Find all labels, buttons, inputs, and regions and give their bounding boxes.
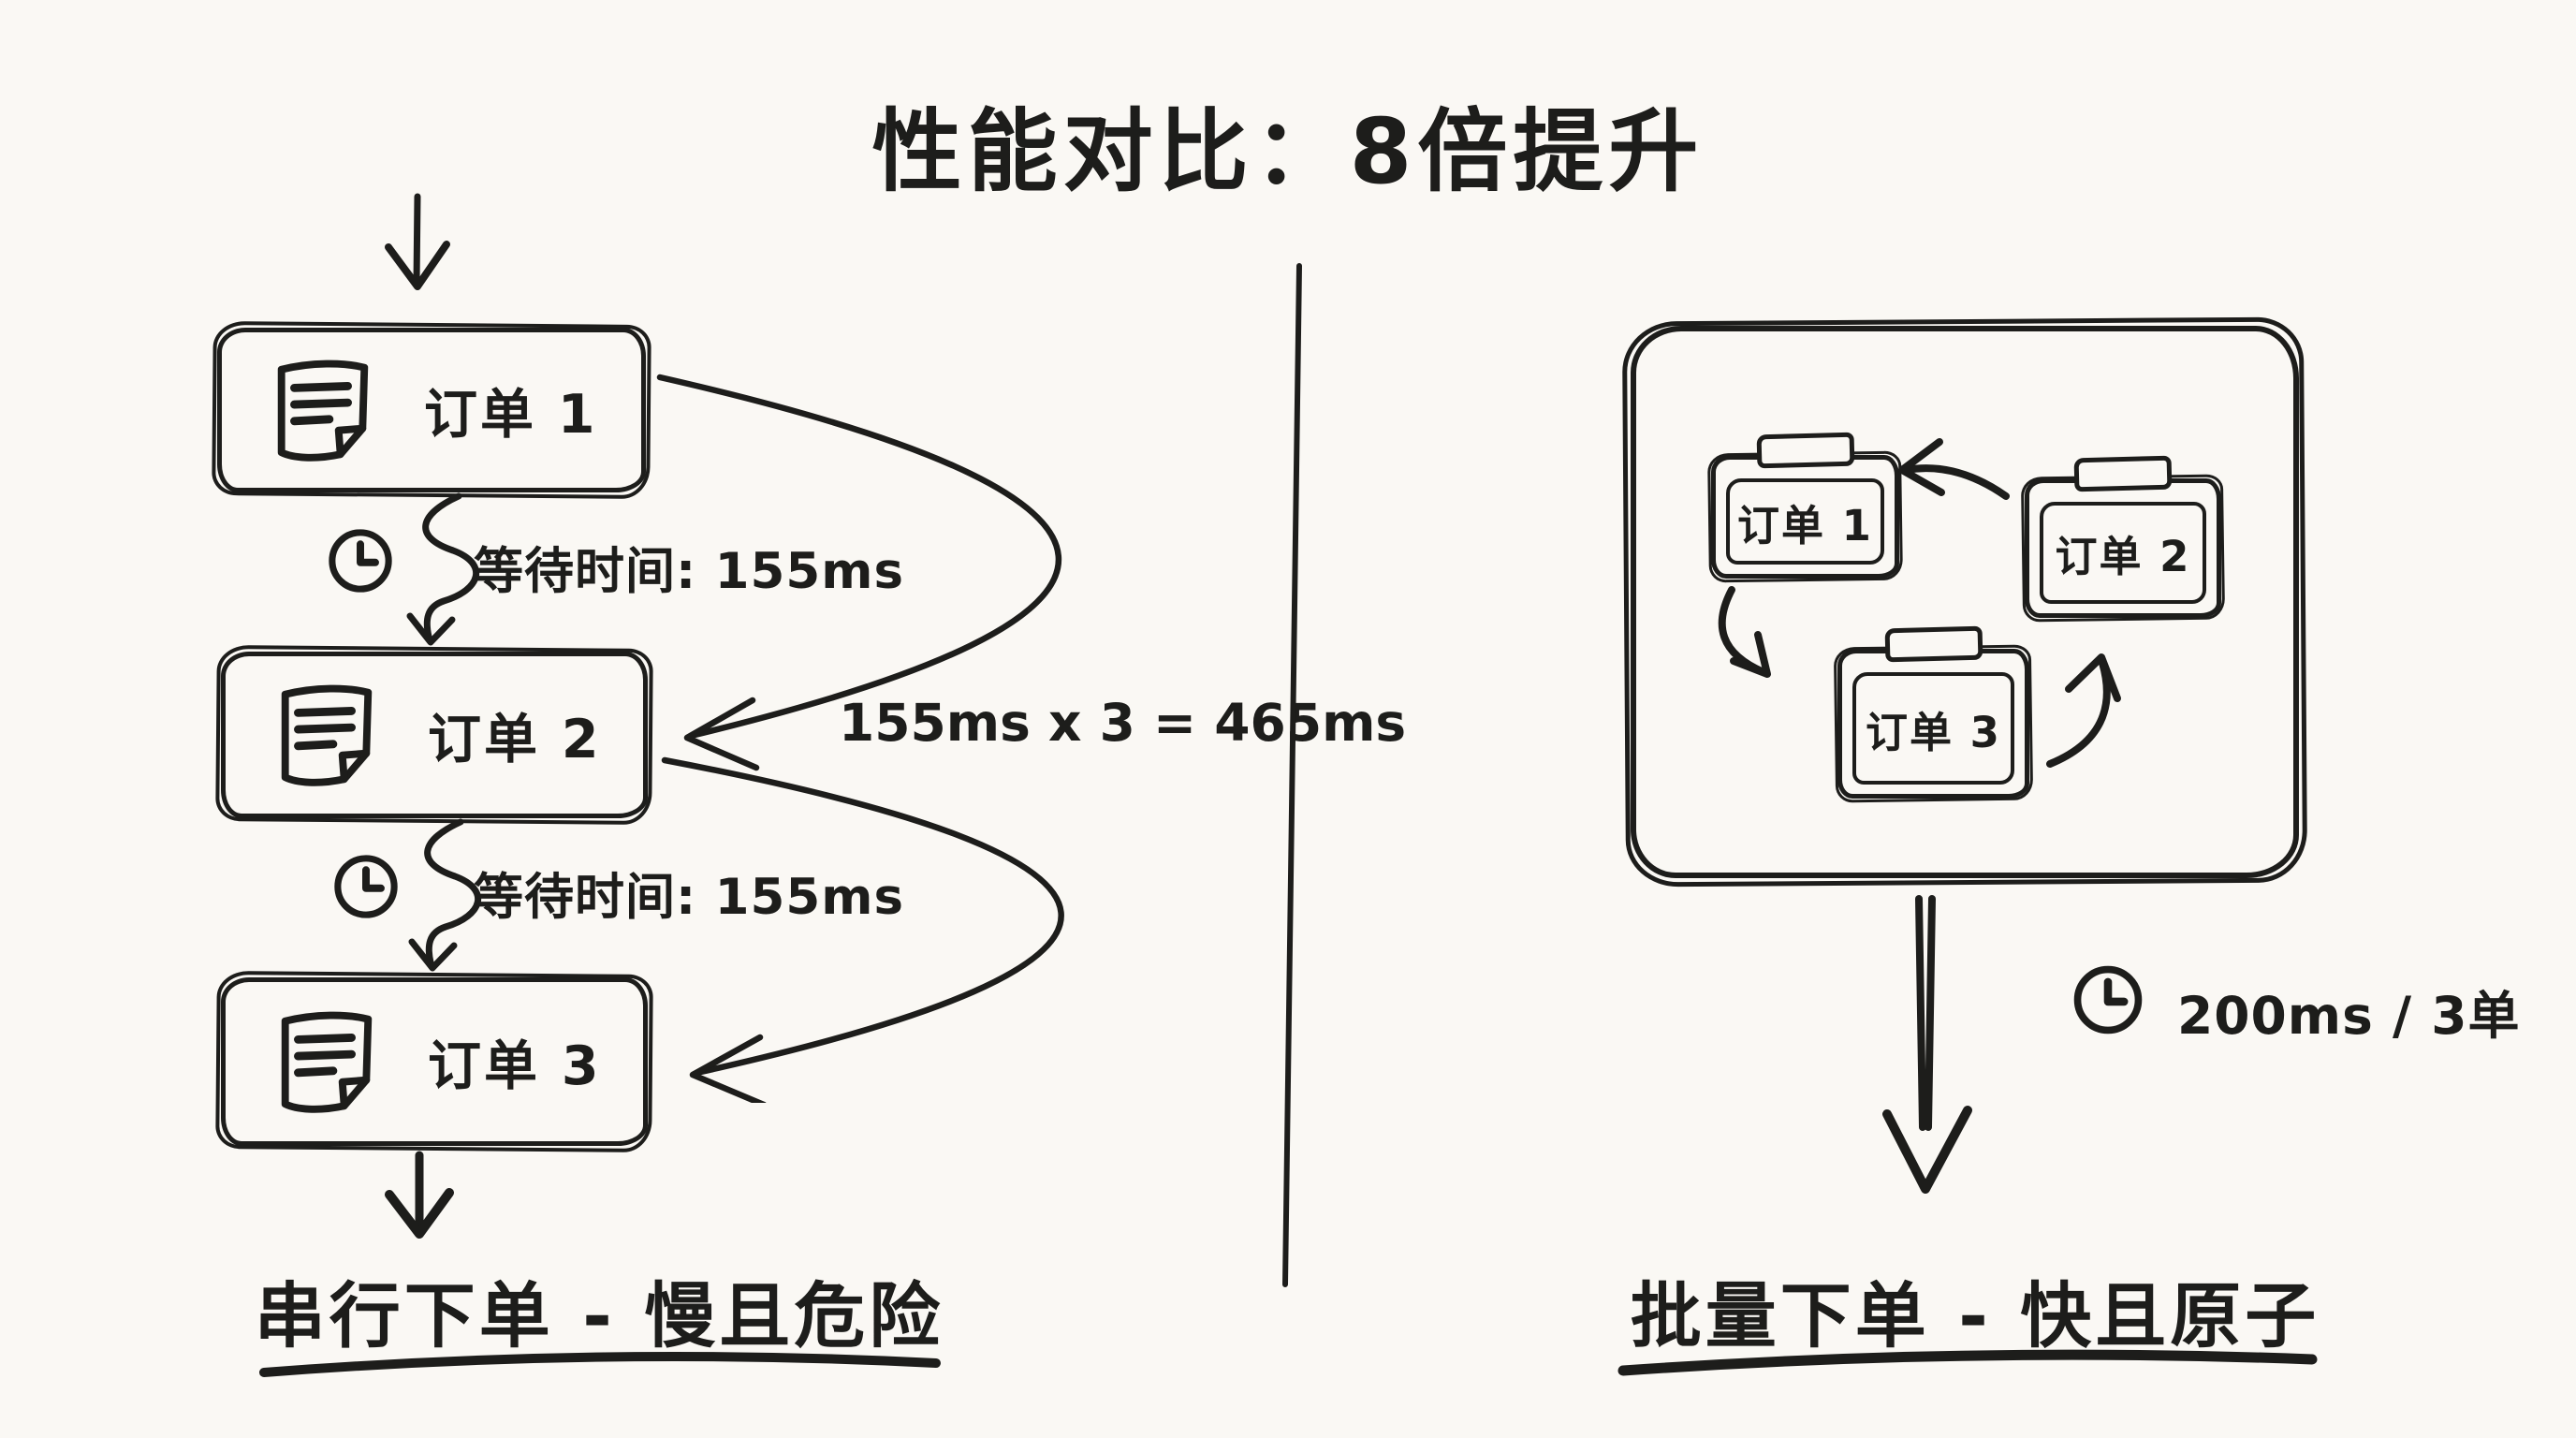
batch-caption: 批量下单 - 快且原子 xyxy=(1630,1274,2320,1357)
order-label: 订单 3 xyxy=(428,1035,602,1097)
order-label: 订单 1 xyxy=(424,384,598,446)
divider-line xyxy=(1282,263,1302,1287)
document-icon xyxy=(277,360,369,462)
down-arrow-icon xyxy=(385,1151,454,1239)
caption-underline xyxy=(1617,1349,2318,1376)
batch-order-box-2: 订单 2 xyxy=(2025,455,2221,618)
page-title: 性能对比：8倍提升 xyxy=(871,99,1705,204)
batch-cycle-arrows xyxy=(1718,438,2121,768)
clipboard-page: 订单 3 xyxy=(1852,672,2014,785)
clock-icon xyxy=(329,529,392,593)
clipboard-page: 订单 1 xyxy=(1726,478,1884,565)
wait-squiggle-arrow-icon xyxy=(406,492,480,646)
down-arrow-icon xyxy=(385,193,450,290)
batch-container: 订单 1 订单 2 订单 3 xyxy=(1631,326,2299,878)
serial-order-box-1: 订单 1 xyxy=(217,328,646,492)
serial-order-box-3: 订单 3 xyxy=(221,977,648,1146)
serial-loop-arrows xyxy=(656,374,1064,1103)
wait-time-label: 等待时间: 155ms xyxy=(474,869,905,926)
wait-squiggle-arrow-icon xyxy=(408,818,482,972)
document-icon xyxy=(281,684,373,786)
clock-icon xyxy=(2073,965,2143,1034)
clock-icon xyxy=(334,855,398,918)
clipboard-clip-icon xyxy=(2073,455,2173,492)
serial-order-box-2: 订单 2 xyxy=(221,652,648,818)
total-time-label: 155ms x 3 = 465ms xyxy=(839,693,1407,753)
clipboard-clip-icon xyxy=(1884,625,1983,663)
clipboard-page: 订单 2 xyxy=(2040,502,2206,604)
batch-order-box-3: 订单 3 xyxy=(1837,625,2029,799)
document-icon xyxy=(281,1011,373,1113)
batch-time-label: 200ms / 3单 xyxy=(2177,986,2521,1046)
order-label: 订单 1 xyxy=(1737,500,1873,550)
order-label: 订单 2 xyxy=(2055,532,2191,581)
serial-caption: 串行下单 - 慢且危险 xyxy=(254,1274,944,1357)
order-label: 订单 2 xyxy=(428,709,602,770)
batch-order-box-1: 订单 1 xyxy=(1711,432,1899,579)
down-arrow-icon xyxy=(1882,895,1972,1194)
wait-time-label: 等待时间: 155ms xyxy=(474,543,905,600)
clipboard-clip-icon xyxy=(1756,432,1854,469)
order-label: 订单 3 xyxy=(1866,707,2001,757)
caption-underline xyxy=(259,1351,941,1377)
